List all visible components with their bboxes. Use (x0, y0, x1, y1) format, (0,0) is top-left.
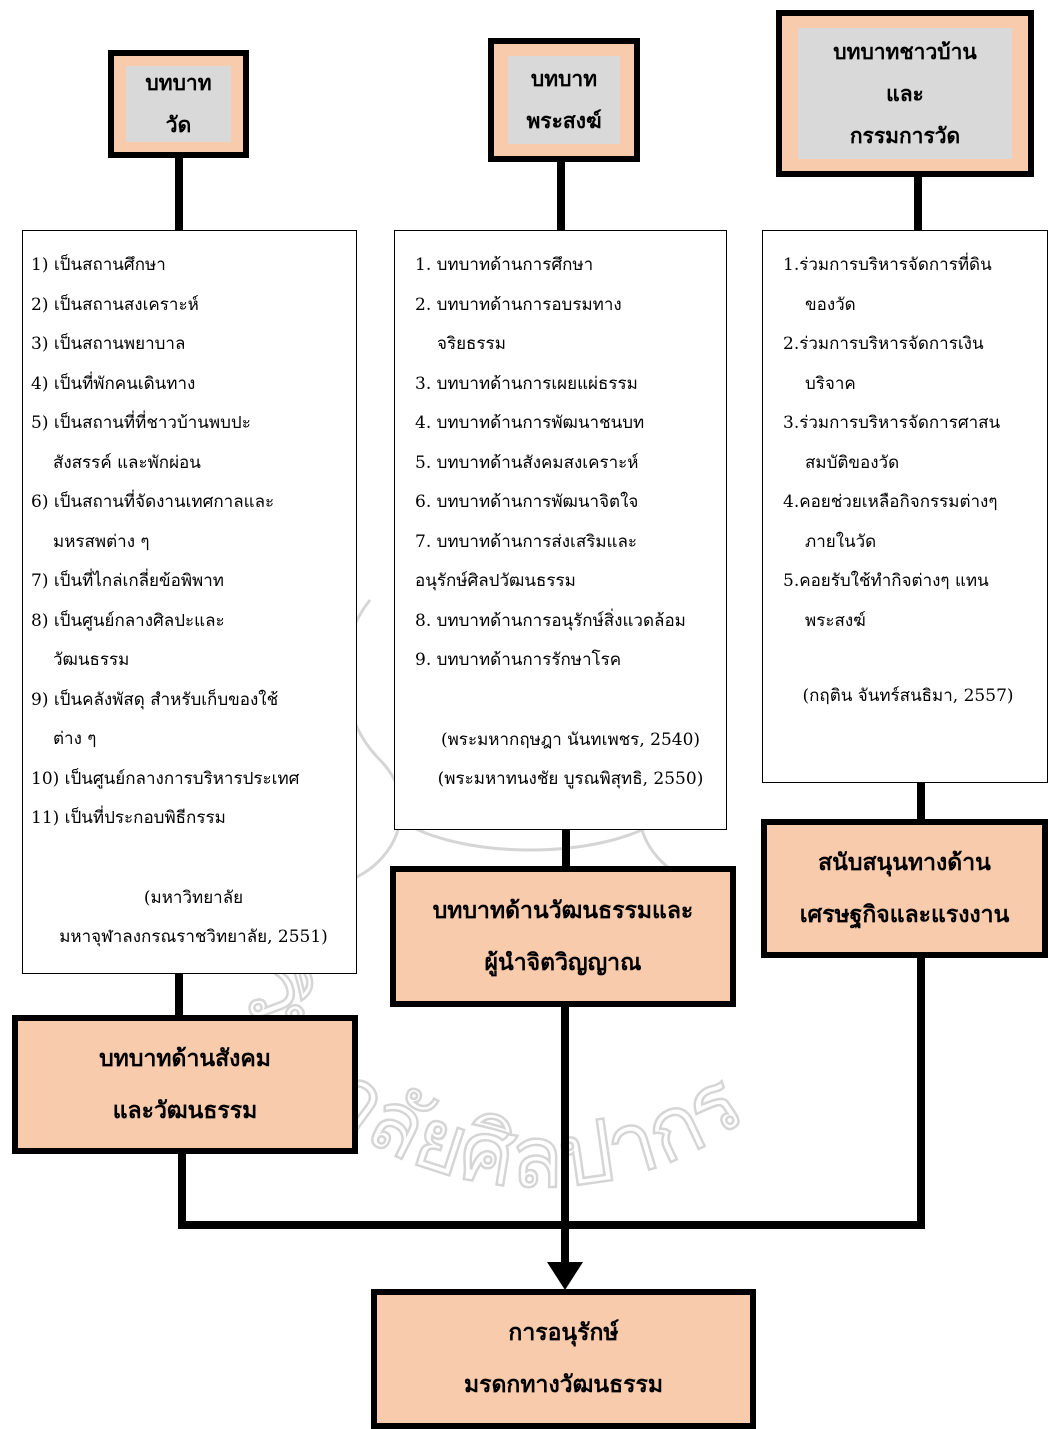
connector-economic-down (917, 956, 925, 1228)
list-item: 6) เป็นสถานที่จัดงานเทศกาลและ (31, 492, 275, 512)
list-item: 3) เป็นสถานพยาบาล (31, 334, 186, 354)
outcome-social-culture: บทบาทด้านสังคม และวัฒนธรรม (12, 1015, 358, 1154)
list-item: 11) เป็นที่ประกอบพิธีกรรม (31, 808, 226, 828)
header-villager-line-3: กรรมการวัด (849, 122, 961, 148)
temple-role-list: 1) เป็นสถานศึกษา 2) เป็นสถานสงเคราะห์ 3)… (22, 230, 357, 974)
list-item: 9) เป็นคลังพัสดุ สำหรับเก็บของใช้ (31, 689, 279, 710)
connector-temple-list-to-outcome (175, 972, 183, 1018)
connector-villager-header-to-list (914, 173, 922, 230)
list-item: ต่าง ๆ (53, 729, 97, 749)
list-item: 8) เป็นศูนย์กลางศิลปะและ (31, 610, 225, 631)
list-item: 2. บทบาทด้านการอบรมทาง (415, 294, 622, 315)
list-item: 7. บทบาทด้านการส่งเสริมและ (415, 531, 638, 552)
header-villager-line-1: บทบาทชาวบ้าน (833, 38, 977, 64)
outcome-social-line-2: และวัฒนธรรม (112, 1096, 258, 1124)
villager-role-list: 1.ร่วมการบริหารจัดการที่ดิน ของวัด 2.ร่ว… (762, 230, 1048, 783)
list-item: 3. บทบาทด้านการเผยแผ่ธรรม (415, 373, 638, 394)
outcome-spiritual-line-1: บทบาทด้านวัฒนธรรมและ (432, 896, 694, 924)
header-monk-line-1: บทบาท (530, 66, 598, 91)
temple-list-citation-line-2: มหาจุฬาลงกรณราชวิทยาลัย, 2551) (59, 927, 328, 947)
outcome-heritage-conservation: การอนุรักษ์ มรดกทางวัฒนธรรม (371, 1289, 756, 1429)
list-item: 6. บทบาทด้านการพัฒนาจิตใจ (415, 492, 639, 512)
list-item: 2) เป็นสถานสงเคราะห์ (31, 294, 199, 315)
list-item: 9. บทบาทด้านการรักษาโรค (415, 650, 622, 670)
outcome-final-line-2: มรดกทางวัฒนธรรม (463, 1371, 663, 1398)
list-item: 1.ร่วมการบริหารจัดการที่ดิน (783, 255, 992, 275)
list-item: ภายในวัด (805, 531, 877, 552)
connector-social-down (178, 1150, 186, 1228)
header-temple-line-1: บทบาท (145, 70, 212, 95)
list-item: 2.ร่วมการบริหารจัดการเงิน (783, 334, 984, 354)
connector-villager-list-to-outcome (917, 782, 925, 822)
list-item: จริยธรรม (437, 334, 506, 354)
outcome-spiritual-line-2: ผู้นำจิตวิญญาณ (484, 948, 642, 976)
outcome-final-line-1: การอนุรักษ์ (508, 1319, 619, 1346)
list-item: 1. บทบาทด้านการศึกษา (415, 255, 594, 275)
connector-spiritual-down (561, 1004, 569, 1266)
header-villager-role: บทบาทชาวบ้าน และ กรรมการวัด (776, 10, 1034, 177)
villager-list-citation: (กฤติน จันทร์สนธิมา, 2557) (802, 686, 1014, 706)
list-item: 1) เป็นสถานศึกษา (31, 255, 166, 275)
list-item: มหรสพต่าง ๆ (53, 531, 150, 552)
list-item: พระสงฆ์ (805, 610, 866, 631)
outcome-culture-spiritual: บทบาทด้านวัฒนธรรมและ ผู้นำจิตวิญญาณ (390, 866, 736, 1007)
outcome-economy-labor: สนับสนุนทางด้าน เศรษฐกิจและแรงงาน (761, 819, 1048, 958)
list-item: ของวัด (805, 294, 856, 315)
list-item: 8. บทบาทด้านการอนุรักษ์สิ่งแวดล้อม (415, 610, 686, 631)
list-item: 4. บทบาทด้านการพัฒนาชนบท (415, 413, 645, 433)
connector-monk-header-to-list (557, 160, 565, 230)
list-item: 7) เป็นที่ไกล่เกลี่ยข้อพิพาท (31, 571, 225, 591)
list-item: บริจาค (805, 373, 856, 394)
header-monk-role: บทบาท พระสงฆ์ (488, 38, 640, 162)
connector-monk-list-to-outcome (562, 829, 570, 869)
list-item: 10) เป็นศูนย์กลางการบริหารประเทศ (31, 768, 300, 789)
connector-temple-header-to-list (175, 152, 183, 231)
outcome-economic-line-1: สนับสนุนทางด้าน (818, 848, 991, 876)
outcome-social-line-1: บทบาทด้านสังคม (99, 1044, 271, 1072)
list-item: อนุรักษ์ศิลปวัฒนธรรม (415, 571, 576, 591)
list-item: 3.ร่วมการบริหารจัดการศาสน (783, 413, 1001, 433)
header-temple-role: บทบาท วัด (108, 50, 249, 158)
list-item: สมบัติของวัด (805, 452, 900, 473)
list-item: 5) เป็นสถานที่ที่ชาวบ้านพบปะ (31, 413, 251, 433)
monk-list-citation-line-2: (พระมหาทนงชัย บูรณพิสุทธิ, 2550) (437, 769, 704, 789)
monk-list-citation-line-1: (พระมหากฤษฎา นันทเพชร, 2540) (440, 729, 701, 750)
arrow-down-icon (547, 1262, 583, 1290)
connector-horizontal-merge (178, 1221, 925, 1229)
list-item: สังสรรค์ และพักผ่อน (53, 452, 201, 473)
list-item: 4.คอยช่วยเหลือกิจกรรมต่างๆ (783, 492, 998, 512)
list-item: 5. บทบาทด้านสังคมสงเคราะห์ (415, 452, 639, 473)
header-villager-line-2: และ (886, 80, 924, 106)
header-temple-line-2: วัด (165, 112, 192, 137)
list-item: วัฒนธรรม (53, 650, 130, 670)
outcome-economic-line-2: เศรษฐกิจและแรงงาน (799, 900, 1010, 928)
list-item: 5.คอยรับใช้ทำกิจต่างๆ แทน (783, 571, 989, 591)
monk-role-list: 1. บทบาทด้านการศึกษา 2. บทบาทด้านการอบรม… (394, 230, 727, 830)
list-item: 4) เป็นที่พักคนเดินทาง (31, 373, 196, 394)
temple-list-citation-line-1: (มหาวิทยาลัย (143, 887, 244, 908)
header-monk-line-2: พระสงฆ์ (526, 108, 602, 133)
